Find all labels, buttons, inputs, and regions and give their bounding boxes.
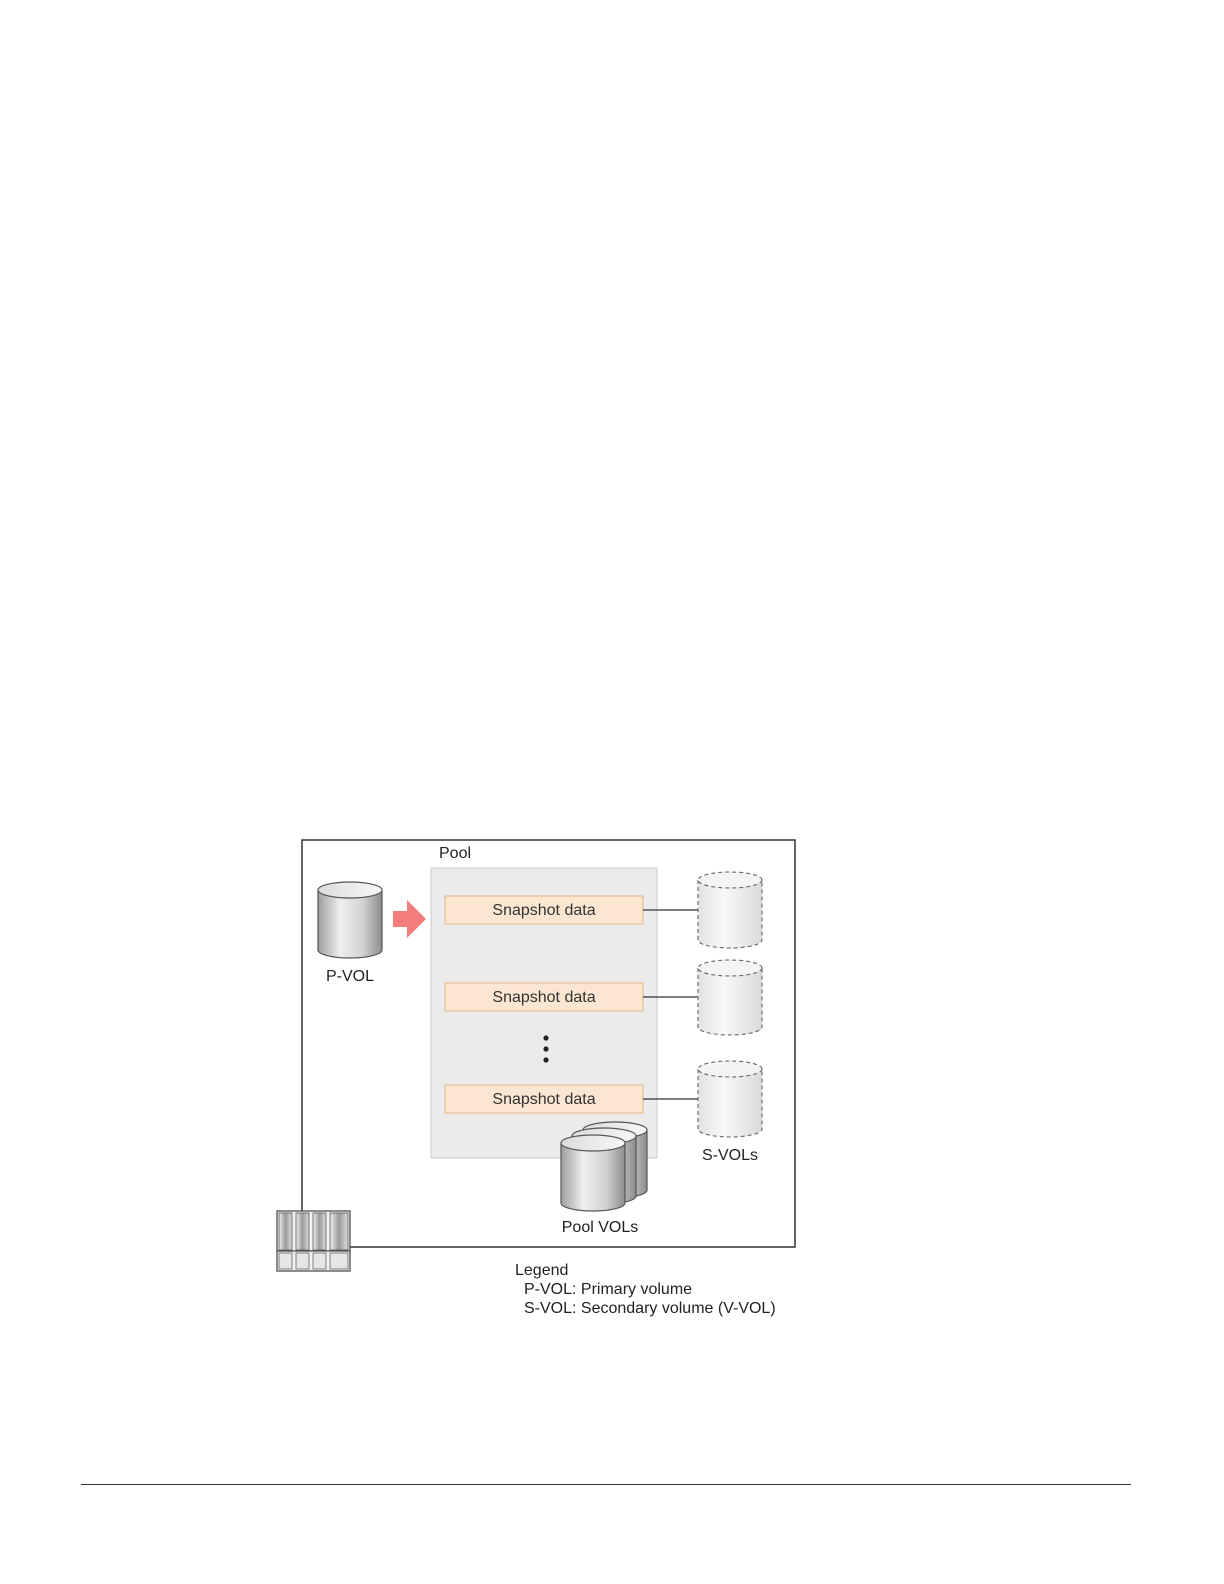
snapshot-data-box: Snapshot data (445, 983, 643, 1011)
pool-vols-label: Pool VOLs (562, 1219, 638, 1236)
right-arrow-icon (393, 900, 426, 938)
snapshot-label: Snapshot data (492, 989, 595, 1006)
dashed-cylinder-icon (698, 872, 762, 948)
stacked-cylinders-icon (561, 1122, 647, 1211)
legend-item: P-VOL: Primary volume (524, 1281, 692, 1298)
dashed-cylinder-icon (698, 1061, 762, 1137)
legend-item: S-VOL: Secondary volume (V-VOL) (524, 1300, 776, 1317)
pvol-label: P-VOL (326, 968, 374, 985)
snapshot-label: Snapshot data (492, 902, 595, 919)
legend-title: Legend (515, 1262, 568, 1279)
svols-label: S-VOLs (702, 1147, 758, 1164)
dashed-cylinder-icon (698, 960, 762, 1035)
snapshot-data-box: Snapshot data (445, 896, 643, 924)
snapshot-data-box: Snapshot data (445, 1085, 643, 1113)
snapshot-label: Snapshot data (492, 1091, 595, 1108)
vertical-ellipsis-icon (543, 1035, 548, 1062)
pool-label: Pool (439, 845, 471, 862)
footer-divider (81, 1484, 1131, 1485)
storage-system-icon (277, 1211, 350, 1271)
cylinder-icon (318, 882, 382, 958)
